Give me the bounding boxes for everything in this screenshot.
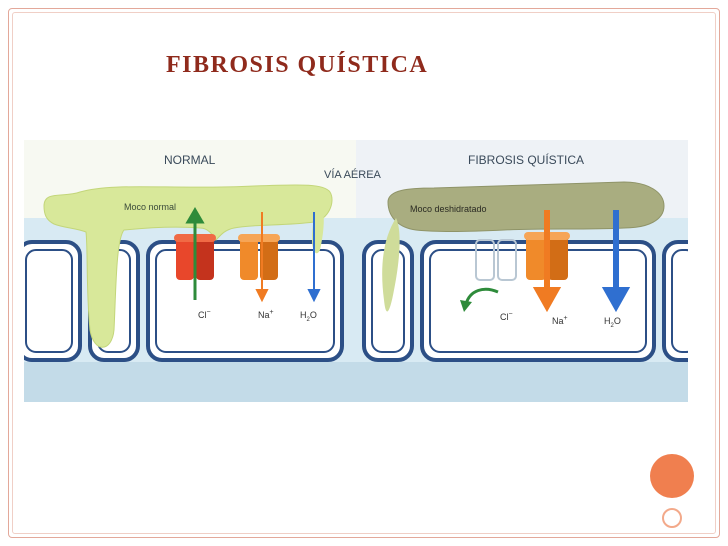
ion-cl-right: Cl− — [500, 311, 513, 322]
arrow-na-left — [255, 212, 269, 303]
airway-label: VÍA AÉREA — [324, 168, 382, 181]
arrow-cl-left — [185, 207, 205, 300]
arrow-na-right — [532, 210, 562, 313]
right-panel-title: FIBROSIS QUÍSTICA — [468, 152, 584, 167]
slide-frame-outer — [8, 8, 720, 538]
slide-title: FIBROSIS QUÍSTICA — [166, 52, 429, 78]
ion-cl-left: Cl− — [198, 309, 211, 320]
ion-na-left: Na+ — [258, 309, 274, 320]
arrow-h2o-right — [601, 210, 631, 313]
cell — [662, 240, 688, 362]
left-panel-title: NORMAL — [164, 153, 216, 167]
mucus-normal-label: Moco normal — [124, 202, 176, 212]
ion-h2o-right: H2O — [604, 316, 621, 329]
ion-h2o-left: H2O — [300, 310, 317, 323]
mucus-dehydrated-label: Moco deshidratado — [410, 204, 487, 214]
channel-na-left — [238, 234, 280, 280]
basal-fluid — [24, 362, 688, 402]
decorative-circles — [650, 454, 694, 528]
channel-cl-left — [174, 234, 216, 280]
channel-na-right — [524, 232, 570, 280]
cell — [24, 240, 82, 362]
deco-circle-small — [662, 508, 682, 528]
arrow-cl-right-curved — [464, 287, 499, 305]
ion-na-right: Na+ — [552, 315, 568, 326]
mucus-dehydrated-drip — [382, 218, 400, 312]
channel-cl-right-closed — [475, 239, 517, 281]
mucus-normal — [43, 184, 333, 348]
arrow-h2o-left — [307, 212, 321, 303]
cf-diagram: NORMAL VÍA AÉREA FIBROSIS QUÍSTICA Moco … — [24, 140, 688, 402]
mucus-dehydrated — [387, 181, 665, 232]
arrow-cl-right-head — [460, 300, 472, 312]
deco-circle-large — [650, 454, 694, 498]
slide-frame-inner — [12, 12, 716, 534]
